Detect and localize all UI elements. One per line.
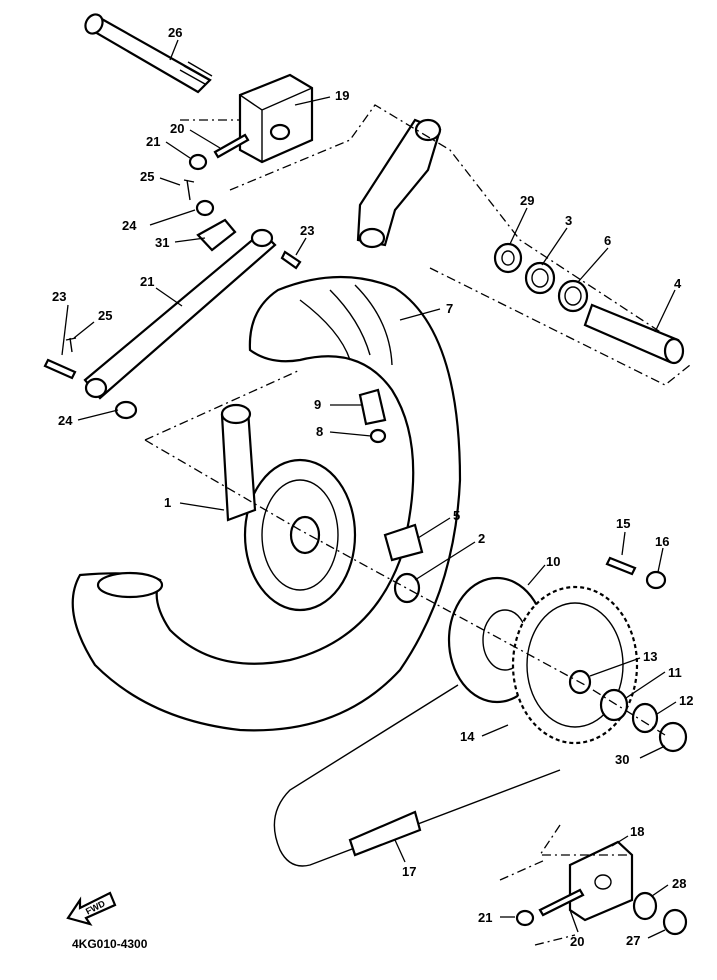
callout-16: 16 <box>655 534 669 549</box>
callout-21-lower: 21 <box>478 910 492 925</box>
part-spacer <box>358 388 387 426</box>
part-stud <box>605 556 637 576</box>
part-bearing-6 <box>557 279 589 313</box>
part-damper <box>383 523 424 562</box>
forward-arrow-icon: FWD <box>66 891 117 926</box>
callout-5: 5 <box>453 508 460 523</box>
callout-20: 20 <box>170 121 184 136</box>
callout-24: 24 <box>122 218 137 233</box>
part-caliper-bracket <box>356 118 442 249</box>
callout-6: 6 <box>604 233 611 248</box>
callout-24-lower: 24 <box>58 413 73 428</box>
callout-26: 26 <box>168 25 182 40</box>
part-cotter-pin-left <box>65 337 77 353</box>
leader-lines <box>61 39 677 939</box>
callout-20-lower: 20 <box>570 934 584 949</box>
assembly-line <box>229 104 691 386</box>
callout-29: 29 <box>520 193 534 208</box>
part-drive-chain <box>273 684 561 867</box>
callout-23-left: 23 <box>52 289 66 304</box>
callout-18: 18 <box>630 824 644 839</box>
callout-2: 2 <box>478 531 485 546</box>
callout-13: 13 <box>643 649 657 664</box>
part-oil-seal <box>524 261 556 295</box>
callout-23: 23 <box>300 223 314 238</box>
part-cotter-pin-upper <box>183 179 195 201</box>
part-nut-27 <box>662 908 688 936</box>
part-tension-bar <box>83 228 277 400</box>
part-axle <box>583 303 685 365</box>
assembly-line <box>144 369 666 736</box>
callout-25-left: 25 <box>98 308 112 323</box>
part-collar-30 <box>658 721 688 753</box>
callout-4: 4 <box>674 276 682 291</box>
part-washer <box>632 891 658 921</box>
part-bolt-upper <box>213 133 250 159</box>
callout-22: 21 <box>140 274 154 289</box>
callout-11: 11 <box>668 665 682 680</box>
part-bolt-8 <box>369 428 387 444</box>
callout-8: 8 <box>316 424 323 439</box>
callout-25: 25 <box>140 169 154 184</box>
part-bracket <box>196 218 237 252</box>
callout-14: 14 <box>460 729 475 744</box>
callout-27: 27 <box>626 933 640 948</box>
callout-labels: 26 19 20 21 25 24 31 23 21 23 25 24 29 3… <box>52 25 693 949</box>
part-bolt-lower <box>538 888 585 917</box>
callout-10: 10 <box>546 554 560 569</box>
part-bolt-23-right <box>280 250 302 270</box>
assembly-line <box>538 824 630 856</box>
part-axle-block-lower <box>568 840 634 922</box>
part-bolt-23-left <box>43 358 77 380</box>
part-nut-24-lower <box>114 400 138 420</box>
callout-3: 3 <box>565 213 572 228</box>
part-collar <box>493 242 523 274</box>
callout-30: 30 <box>615 752 629 767</box>
callout-28: 28 <box>672 876 686 891</box>
callout-1: 1 <box>164 495 171 510</box>
callout-17: 17 <box>402 864 416 879</box>
part-nut-16 <box>645 570 667 590</box>
part-circlip <box>631 702 659 734</box>
part-bearing-11 <box>599 688 629 722</box>
callout-12: 12 <box>679 693 693 708</box>
assembly-line <box>499 859 576 946</box>
part-axle-block-upper <box>238 73 314 164</box>
callout-19: 19 <box>335 88 349 103</box>
callout-7: 7 <box>446 301 453 316</box>
callout-21: 21 <box>146 134 160 149</box>
part-wheel-hub <box>220 403 357 612</box>
part-adjuster-bolt <box>84 13 213 94</box>
part-nut-24 <box>195 199 215 217</box>
callout-31: 31 <box>155 235 169 250</box>
reference-code: 4KG010-4300 <box>72 937 148 951</box>
part-nut-lower <box>515 909 535 927</box>
callout-9: 9 <box>314 397 321 412</box>
part-nut-upper <box>188 153 208 171</box>
part-tire <box>71 275 462 732</box>
callout-15: 15 <box>616 516 630 531</box>
part-bearing-2 <box>393 572 421 604</box>
